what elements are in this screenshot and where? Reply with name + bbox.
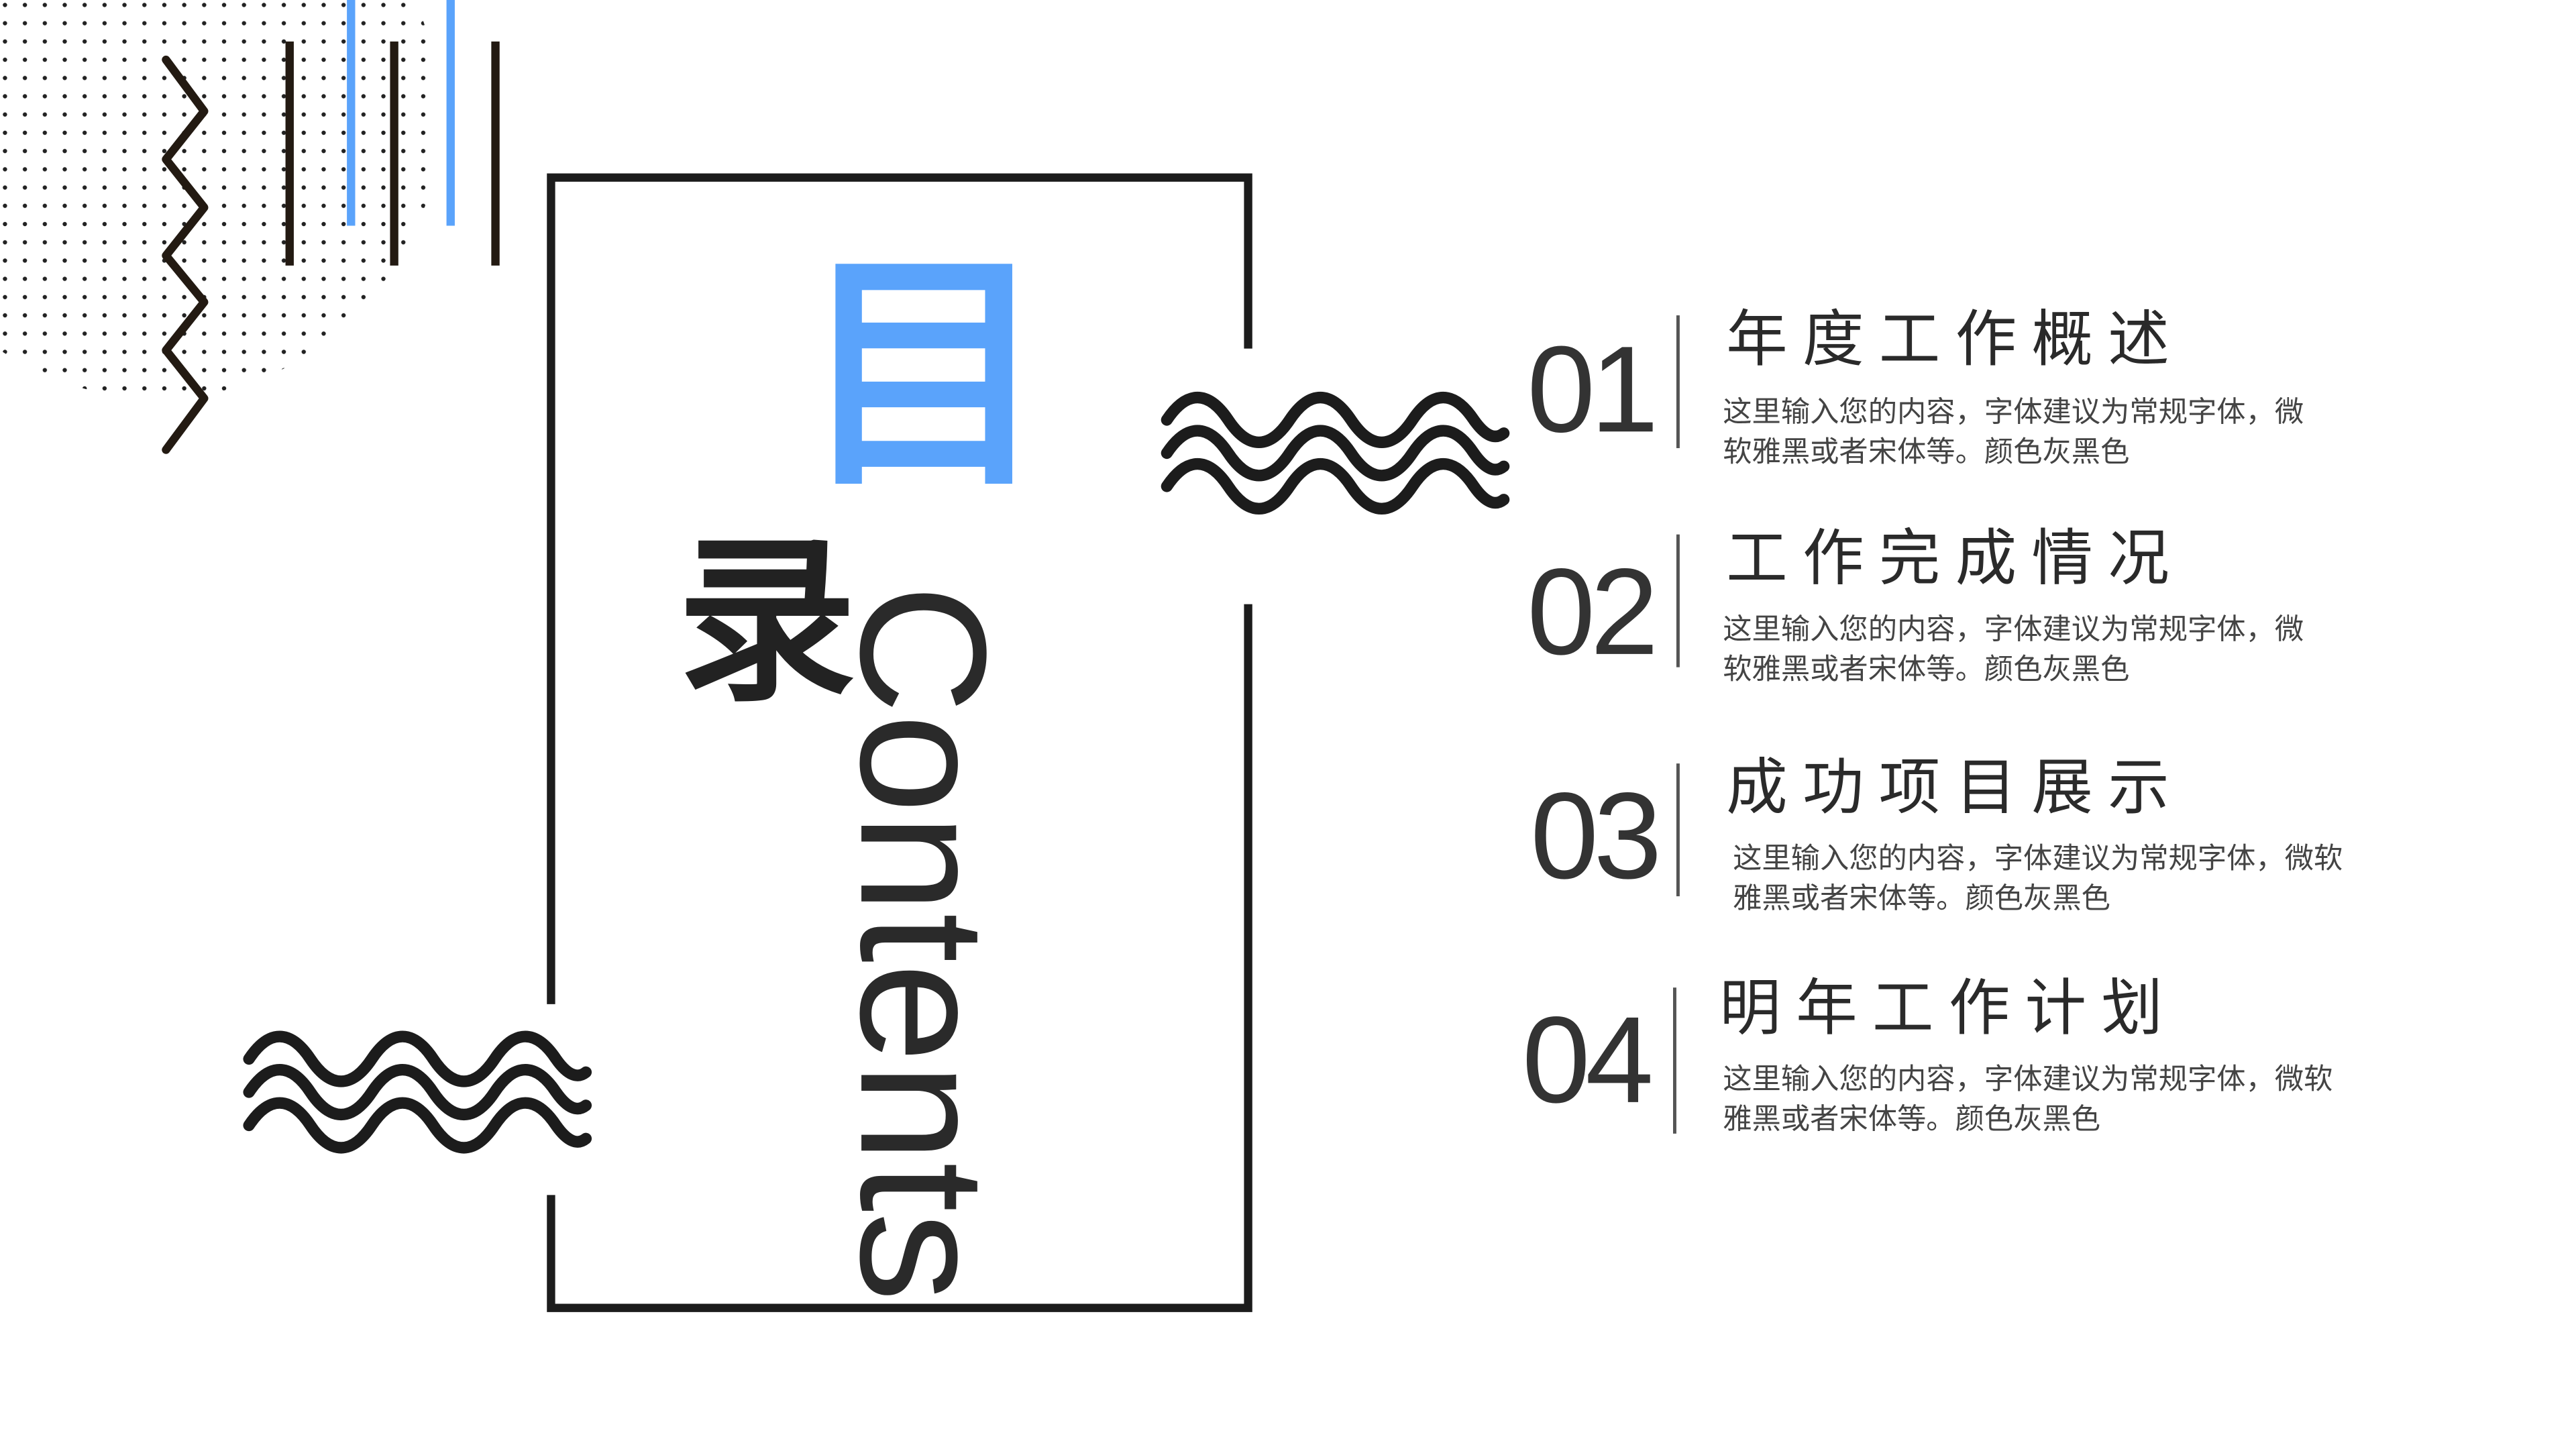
- item-desc: 这里输入您的内容，字体建议为常规字体，微软雅黑或者宋体等。颜色灰黑色: [1723, 614, 2304, 688]
- item-title[interactable]: 成功项目展示: [1726, 751, 2185, 824]
- item-divider: [1676, 763, 1679, 897]
- item-number: 03: [1530, 767, 1662, 905]
- item-desc: 这里输入您的内容，字体建议为常规字体，微软雅黑或者宋体等。颜色灰黑色: [1723, 1063, 2333, 1137]
- zigzag-line: [162, 55, 209, 454]
- item-desc: 这里输入您的内容，字体建议为常规字体，微软雅黑或者宋体等。颜色灰黑色: [1723, 396, 2304, 470]
- heading-char-lu: 录: [677, 519, 857, 727]
- item-divider: [1672, 987, 1676, 1134]
- item-number: 01: [1527, 320, 1658, 458]
- vertical-stripes: [285, 0, 500, 266]
- item-number: 04: [1521, 991, 1654, 1129]
- item-title[interactable]: 年度工作概述: [1726, 303, 2185, 376]
- frame: [547, 173, 1252, 1312]
- item-divider: [1676, 315, 1679, 449]
- heading-contents: Contents: [823, 584, 1024, 1302]
- item-title[interactable]: 明年工作计划: [1719, 972, 2178, 1044]
- item-divider: [1676, 534, 1679, 667]
- heading-char-mu: 目: [800, 232, 1049, 521]
- wave-icon-left: [249, 1036, 586, 1148]
- item-title[interactable]: 工作完成情况: [1726, 523, 2185, 594]
- wave-icon-right: [1167, 398, 1503, 509]
- item-desc: 这里输入您的内容，字体建议为常规字体，微软雅黑或者宋体等。颜色灰黑色: [1733, 843, 2343, 916]
- dot-pattern: [0, 0, 440, 398]
- item-number: 02: [1527, 543, 1658, 681]
